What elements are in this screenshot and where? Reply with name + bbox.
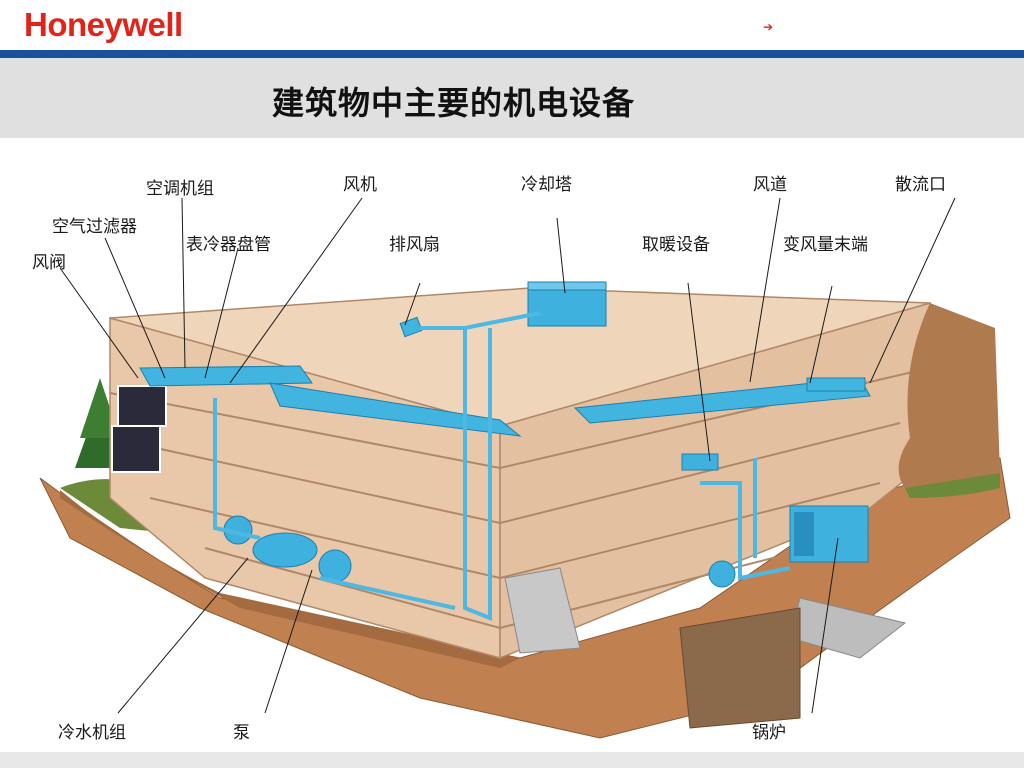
window-block (112, 386, 166, 472)
label-pump: 泵 (233, 718, 250, 743)
label-fan: 风机 (343, 170, 377, 195)
label-cooling-tower: 冷却塔 (521, 170, 572, 195)
heater-unit (682, 454, 718, 470)
label-vav-terminal: 变风量末端 (783, 230, 868, 255)
label-duct: 风道 (753, 170, 787, 195)
next-arrow-icon[interactable]: ➔ (763, 20, 773, 34)
footer-strip (0, 752, 1024, 768)
cooling-tower-unit (528, 282, 606, 326)
label-boiler: 锅炉 (752, 718, 786, 743)
label-cooling-coil: 表冷器盘管 (186, 230, 271, 255)
label-heating-equipment: 取暖设备 (642, 230, 710, 255)
label-exhaust-fan: 排风扇 (389, 230, 440, 255)
header-bar: Honeywell ➔ (0, 0, 1024, 50)
header-divider (0, 50, 1024, 58)
honeywell-logo: Honeywell (24, 6, 183, 44)
building-diagram: 空调机组 风机 冷却塔 风道 散流口 空气过滤器 表冷器盘管 排风扇 取暖设备 … (0, 138, 1024, 754)
label-damper: 风阀 (32, 248, 66, 273)
label-chiller: 冷水机组 (58, 718, 126, 743)
slide-title: 建筑物中主要的机电设备 (272, 78, 635, 124)
boiler-unit (790, 506, 868, 562)
label-ac-unit: 空调机组 (146, 174, 214, 199)
label-air-filter: 空气过滤器 (52, 212, 137, 237)
basement-wall (680, 608, 800, 728)
label-diffuser: 散流口 (895, 170, 946, 195)
building-cutaway-illustration (0, 138, 1024, 754)
